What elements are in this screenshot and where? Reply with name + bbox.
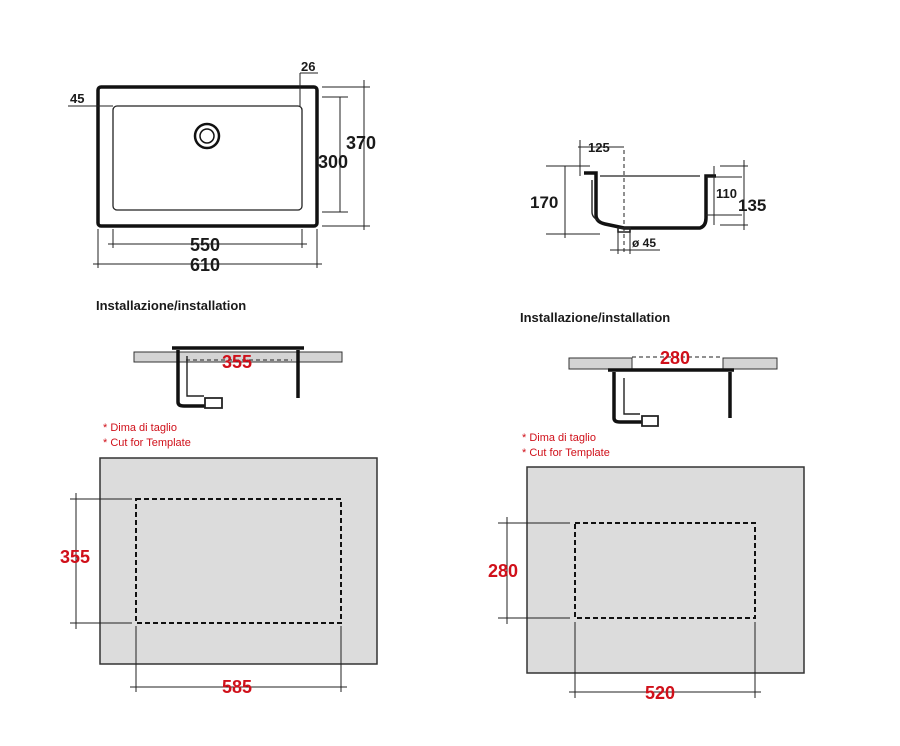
top-view: 26 45 300 370 550 610: [68, 59, 376, 275]
dim-bowl-depth: 110: [716, 186, 737, 201]
left-install-width: 355: [222, 352, 252, 372]
basin-outline: [96, 85, 319, 228]
basin-bowl: [112, 105, 303, 211]
left-note-it: * Dima di taglio: [103, 422, 177, 434]
dim-height: 170: [530, 193, 558, 212]
left-install-heading: Installazione/installation: [96, 298, 246, 313]
right-cut-width: 520: [645, 683, 675, 703]
dim-flange-top: 26: [301, 59, 315, 74]
right-installation: Installazione/installation 280 * Dima di…: [488, 310, 805, 703]
dim-inner-depth: 300: [318, 152, 348, 172]
right-note-it: * Dima di taglio: [522, 432, 596, 444]
drain-icon: [193, 122, 221, 150]
right-countertop-right: [722, 357, 778, 370]
right-install-width: 280: [660, 348, 690, 368]
left-note-en: * Cut for Template: [103, 437, 191, 449]
dim-flange-side: 45: [70, 91, 84, 106]
left-cut-height: 355: [60, 547, 90, 567]
dim-inner-width: 550: [190, 235, 220, 255]
left-countertop: [133, 351, 343, 363]
dim-outer-depth: 370: [346, 133, 376, 153]
right-cut-outline: [574, 522, 756, 619]
right-countertop-left: [568, 357, 633, 370]
left-template-panel: [99, 457, 378, 665]
dim-rim: 125: [588, 140, 610, 155]
left-cut-outline: [135, 498, 342, 624]
left-cut-width: 585: [222, 677, 252, 697]
right-note-en: * Cut for Template: [522, 447, 610, 459]
right-basin-section: [608, 368, 734, 424]
section-view: 125 170 110 135 ø 45: [530, 140, 766, 254]
left-installation: Installazione/installation 355 * Dima di…: [60, 298, 378, 697]
right-template-panel: [526, 466, 805, 674]
left-basin-section: [172, 346, 304, 408]
dim-drain: ø 45: [632, 236, 656, 250]
right-cut-height: 280: [488, 561, 518, 581]
right-install-heading: Installazione/installation: [520, 310, 670, 325]
section-profile: [584, 171, 716, 230]
dim-total-height: 135: [738, 196, 766, 215]
dim-outer-width: 610: [190, 255, 220, 275]
